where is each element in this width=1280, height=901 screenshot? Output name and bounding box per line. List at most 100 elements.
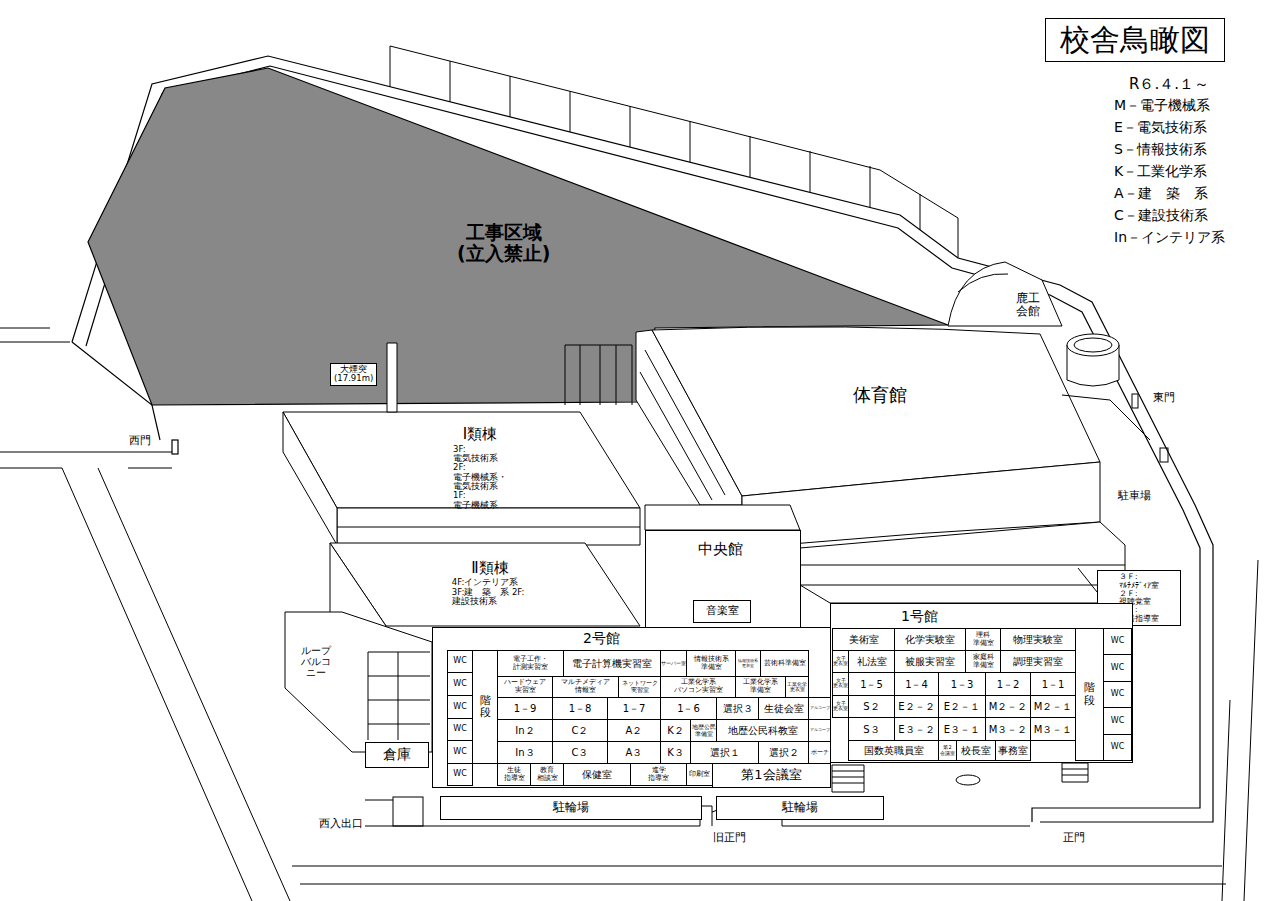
- room-cell: ネットワーク 実習室: [618, 676, 661, 698]
- room-cell: ポーチ: [808, 741, 831, 764]
- room-name: M２－１: [1034, 701, 1073, 712]
- room-cell: 選択１: [690, 741, 759, 764]
- room-name: C２: [572, 725, 589, 736]
- room-cell: 物理実験室: [1000, 628, 1076, 651]
- map-title: 校舎鳥瞰図: [1045, 18, 1225, 62]
- room-cell: C３: [552, 741, 608, 764]
- room-cell: WC: [447, 672, 473, 696]
- room-cell: 工業化学系 準備室: [735, 676, 786, 698]
- room-name: 事務室: [998, 745, 1028, 756]
- room-cell: 1－6: [660, 697, 717, 720]
- room-name: S２: [863, 701, 879, 712]
- room-cell: 生徒 指導室: [497, 763, 531, 786]
- room-name: 生徒 指導室: [504, 767, 525, 782]
- building-label-area: Ⅱ類棟4F:インテリア系 3F:建 築 系 2F:建設技術系: [410, 550, 570, 616]
- room-name: WC: [453, 725, 467, 734]
- room-cell: In２: [497, 719, 553, 742]
- room-name: 美術室: [849, 634, 879, 645]
- room-name: 1－9: [514, 703, 537, 714]
- room-cell: 女子 更衣室: [832, 650, 849, 673]
- room-name: 家庭科 準備室: [973, 654, 994, 669]
- room-name: A３: [626, 747, 643, 758]
- room-cell: 1－4: [894, 672, 939, 696]
- room-cell: C２: [552, 719, 608, 742]
- room-name: アルコーブ: [810, 728, 830, 733]
- map-label: 駐車場: [1117, 490, 1152, 502]
- room-name: 地歴公民科教室: [728, 725, 798, 736]
- room-cell: 家庭科 準備室: [965, 650, 1001, 673]
- room-cell: M３－１: [1030, 717, 1076, 741]
- room-name: ポーチ: [811, 749, 829, 756]
- room-name: 1－2: [997, 679, 1020, 690]
- room-cell: A３: [607, 741, 661, 764]
- room-name: M３－１: [1034, 724, 1073, 735]
- room-cell: WC: [1103, 681, 1132, 708]
- room-name: WC: [1111, 664, 1125, 673]
- room-cell: In３: [497, 741, 553, 764]
- building-name: Ⅰ類棟: [463, 426, 497, 443]
- room-cell: 芸術科準備室: [760, 650, 809, 677]
- room-cell: 1－8: [552, 697, 608, 720]
- building-name: 駐輪場: [553, 801, 589, 814]
- room-name: E２－１: [944, 701, 980, 712]
- room-cell: S２: [848, 695, 895, 718]
- room-name: 理科 準備室: [973, 632, 994, 647]
- room-cell: 校長室: [956, 740, 996, 761]
- map-label: In－インテリア系: [1113, 230, 1226, 245]
- room-name: WC: [453, 703, 467, 712]
- room-cell: M２－１: [1030, 695, 1076, 718]
- room-name: 1－7: [623, 703, 646, 714]
- room-name: 音楽室: [706, 605, 739, 617]
- map-label: E－電気技術系: [1113, 120, 1208, 135]
- room-name: 工業化学 更衣室: [787, 682, 807, 693]
- room-cell: 情報技術系 更衣室: [735, 650, 761, 677]
- room-name: 女子 更衣室: [833, 657, 848, 667]
- room-name: WC: [1111, 717, 1125, 726]
- room-cell: 礼法室: [848, 650, 895, 673]
- room-name: 選択１: [710, 747, 740, 758]
- room-name: 情報技術系 準備室: [694, 656, 729, 671]
- room-cell: 音楽室: [693, 600, 751, 623]
- room-cell: 被服実習室: [894, 650, 966, 673]
- room-name: 女子 更衣室: [833, 679, 848, 689]
- room-cell: 工業化学系 パソコン実習室: [660, 676, 736, 698]
- room-name: In２: [515, 725, 534, 736]
- building-name: 倉庫: [383, 747, 411, 762]
- room-cell: 国数英職員室: [848, 740, 939, 761]
- building-name: 中央館: [698, 541, 743, 558]
- room-name: 電子工作・ 計測実習室: [513, 656, 548, 671]
- room-cell: 進学 指導室: [630, 763, 687, 786]
- room-cell: ハードウェア 実習室: [497, 676, 553, 698]
- room-name: 調理実習室: [1013, 656, 1063, 667]
- restricted-area: 工事区域 (立入禁止): [85, 62, 955, 412]
- site-boundary: [72, 56, 1213, 822]
- room-name: 芸術科準備室: [764, 660, 806, 667]
- room-cell: 第1会議室: [712, 763, 831, 788]
- room-cell: 階段: [1075, 628, 1104, 761]
- map-label: R６.４.１～: [1128, 76, 1210, 93]
- room-name: マルチメディア 情報室: [561, 679, 610, 694]
- room-cell: WC: [1103, 707, 1132, 735]
- room-cell: S３: [848, 717, 895, 741]
- room-cell: 選択３: [716, 697, 759, 720]
- room-cell: 印刷室: [686, 763, 713, 786]
- map-label: K－工業化学系: [1113, 164, 1208, 179]
- room-name: S３: [863, 724, 879, 735]
- room-cell: K３: [660, 741, 691, 764]
- room-name: 工業化学系 準備室: [743, 679, 778, 694]
- room-name: 階段: [480, 695, 491, 719]
- room-cell: 女子 更衣室: [832, 695, 849, 718]
- room-name: 1－3: [951, 679, 974, 690]
- room-cell: 工業化学 更衣室: [785, 676, 809, 698]
- labeled-box: 駐輪場: [440, 796, 702, 820]
- map-label: M－電子機械系: [1113, 98, 1211, 113]
- room-name: 第2 会議室: [940, 745, 955, 756]
- room-name: サーバー室: [661, 661, 686, 667]
- room-name: In３: [515, 747, 534, 758]
- room-cell: 情報技術系 準備室: [686, 650, 736, 677]
- room-name: 被服実習室: [905, 656, 955, 667]
- room-name: 生徒会室: [764, 703, 804, 714]
- building-name: 2号館: [583, 631, 620, 646]
- room-cell: WC: [447, 740, 473, 764]
